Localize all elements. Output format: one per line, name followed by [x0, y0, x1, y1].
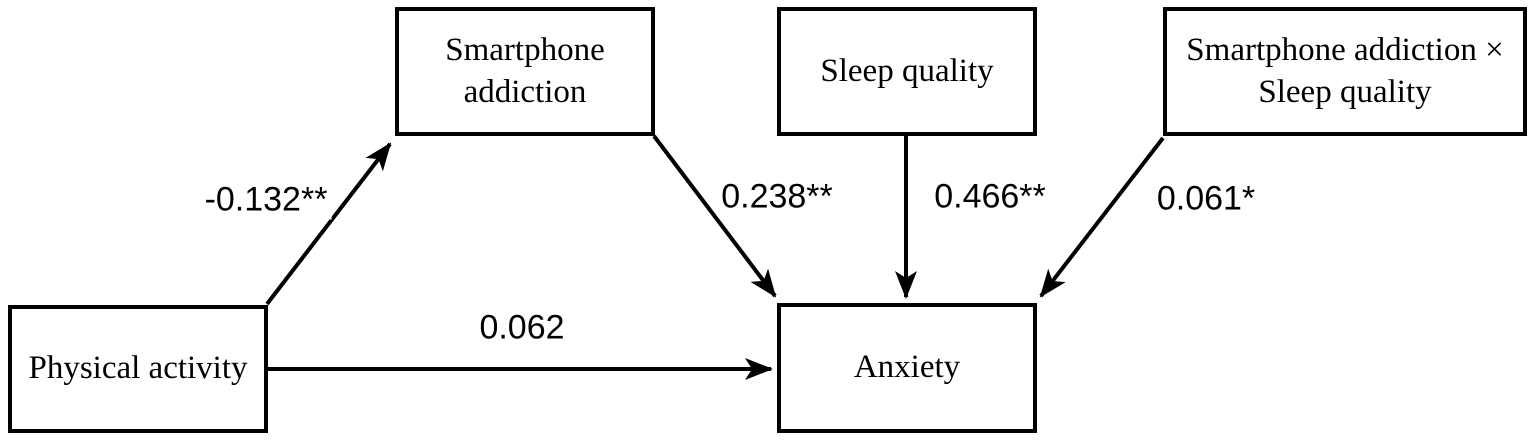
- coefficient-interaction-to-anxiety: 0.061*: [1152, 179, 1260, 219]
- node-physical-activity: Physical activity: [8, 305, 268, 433]
- node-anxiety: Anxiety: [777, 303, 1037, 433]
- node-anxiety-label: Anxiety: [853, 349, 961, 386]
- node-smartphone-addiction-label-line2: addiction: [463, 73, 587, 110]
- node-smartphone-addiction-label-line1: Smartphone: [445, 31, 605, 68]
- arrow-interaction-to-anxiety: [1039, 136, 1165, 298]
- node-sleep-quality-label: Sleep quality: [820, 52, 994, 89]
- coefficient-pa-to-anxiety: 0.062: [475, 308, 569, 348]
- coefficient-sa-to-anxiety: 0.238**: [717, 177, 837, 217]
- node-physical-activity-label: Physical activity: [28, 350, 248, 387]
- arrow-smartphone-addiction-to-anxiety: [652, 134, 777, 298]
- coefficient-sq-to-anxiety: 0.466**: [930, 177, 1050, 217]
- node-interaction: Smartphone addiction × Sleep quality: [1163, 7, 1527, 136]
- node-sleep-quality: Sleep quality: [777, 7, 1037, 136]
- node-interaction-label-line2: Sleep quality: [1258, 73, 1432, 110]
- arrow-physical-activity-to-smartphone-addiction: [265, 142, 392, 306]
- node-interaction-label-line1: Smartphone addiction ×: [1186, 31, 1504, 68]
- node-smartphone-addiction: Smartphone addiction: [395, 7, 655, 136]
- coefficient-pa-to-sa: -0.132**: [200, 180, 332, 220]
